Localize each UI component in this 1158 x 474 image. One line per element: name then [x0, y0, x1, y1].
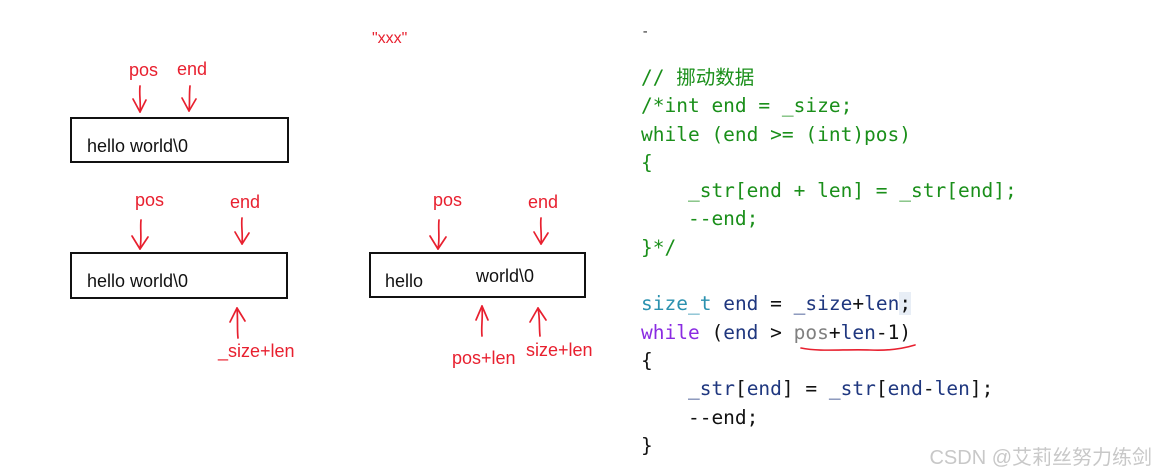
code-line-12: _str[end] = _str[end-len]; [641, 375, 1017, 403]
tok-gt: > [758, 320, 794, 344]
tok-str: _str [687, 377, 735, 401]
d3-size-len-arrow [529, 307, 547, 337]
tok-br: ] = [781, 377, 829, 401]
d3-size-len-label: size+len [526, 340, 593, 360]
tok-end: end [746, 377, 782, 401]
tok-plus: + [852, 292, 865, 316]
code-line-1: // 挪动数据 [641, 66, 755, 89]
code-line-13: --end; [641, 405, 759, 429]
d1-pos-label: pos [129, 60, 159, 80]
code-line-6: --end; [641, 207, 759, 231]
d2-string-box [70, 252, 288, 299]
d1-end-label: end [177, 59, 208, 79]
code-line-9: size_t end = _size+len; [641, 290, 1017, 318]
d2-box-text: hello world\0 [87, 271, 189, 291]
d3-end-label: end [528, 192, 559, 212]
tok-end: end [723, 292, 759, 316]
tok-br: [ [875, 377, 888, 401]
code-line-10: while (end > pos+len-1) [641, 319, 1017, 347]
code-line-11: { [641, 348, 653, 372]
tok-str: _str [828, 377, 876, 401]
xxx-label: "xxx" [372, 30, 408, 47]
tok-semi: ; [899, 292, 912, 316]
tok-pos: pos [793, 320, 829, 344]
tok-len: len [840, 320, 876, 344]
d3-box-text-right: world\0 [476, 266, 535, 286]
tok-br: [ [734, 377, 747, 401]
tok-br: ]; [969, 377, 994, 401]
tok-paren: ( [699, 320, 724, 344]
d3-string-box [369, 252, 586, 298]
d3-pos-len-arrow [475, 305, 489, 337]
d3-pos-len-label: pos+len [452, 348, 516, 368]
tok-size-t: size_t [641, 292, 712, 316]
d1-box-text: hello world\0 [87, 136, 189, 156]
tok-end: end [723, 320, 759, 344]
tok-eq: = [758, 292, 794, 316]
d1-end-arrow [181, 85, 197, 112]
watermark: CSDN @艾莉丝努力练剑 [929, 447, 1152, 469]
d2-end-label: end [230, 192, 261, 212]
tok-rest: -1) [875, 320, 912, 344]
d2-pos-label: pos [135, 190, 165, 210]
d1-string-box [70, 117, 289, 163]
d3-pos-label: pos [433, 190, 463, 210]
tok-end: end [887, 377, 923, 401]
code-line-4: { [641, 150, 653, 174]
d2-size-len-label: _size+len [218, 341, 295, 361]
tok-plus: + [828, 320, 841, 344]
d3-end-arrow [533, 217, 549, 245]
d3-box-text-left: hello [385, 271, 424, 291]
code-line-14: } [641, 433, 653, 457]
code-line-7: }*/ [641, 235, 677, 259]
d2-pos-arrow [131, 219, 149, 250]
code-line-5: _str[end + len] = _str[end]; [641, 179, 1017, 203]
tok-len: len [934, 377, 970, 401]
tok-minus: - [922, 377, 935, 401]
tok-while: while [641, 320, 700, 344]
d2-end-arrow [234, 217, 250, 245]
d1-pos-arrow [132, 85, 147, 113]
code-dash: - [641, 24, 650, 40]
tok-size: _size [793, 292, 853, 316]
tok-len: len [864, 292, 900, 316]
d2-size-len-arrow [229, 307, 246, 339]
code-line-3: while (end >= (int)pos) [641, 122, 912, 146]
code-panel: // 挪动数据 /*int end = _size; while (end >=… [641, 64, 1017, 460]
code-line-2: /*int end = _size; [641, 94, 853, 118]
d3-pos-arrow [429, 219, 447, 250]
